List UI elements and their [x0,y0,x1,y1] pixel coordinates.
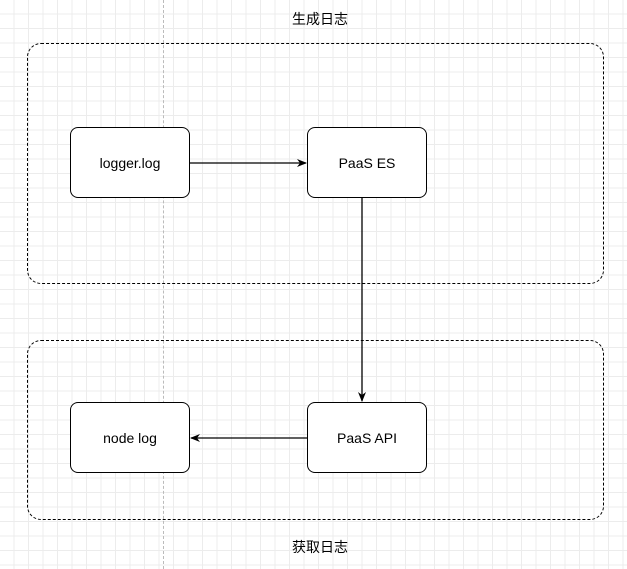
group-fetch[interactable] [27,340,604,520]
node-logger-log[interactable]: logger.log [70,127,190,198]
group-title-generate: 生成日志 [292,12,348,28]
group-generate[interactable] [27,43,604,284]
node-node-log[interactable]: node log [70,402,190,473]
node-label: node log [103,429,157,446]
node-label: PaaS API [337,429,397,446]
guide-line [163,0,164,569]
group-title-fetch: 获取日志 [292,540,348,556]
node-paas-api[interactable]: PaaS API [307,402,427,473]
node-label: PaaS ES [338,154,396,171]
node-paas-es[interactable]: PaaS ES [307,127,427,198]
node-label: logger.log [99,154,161,171]
